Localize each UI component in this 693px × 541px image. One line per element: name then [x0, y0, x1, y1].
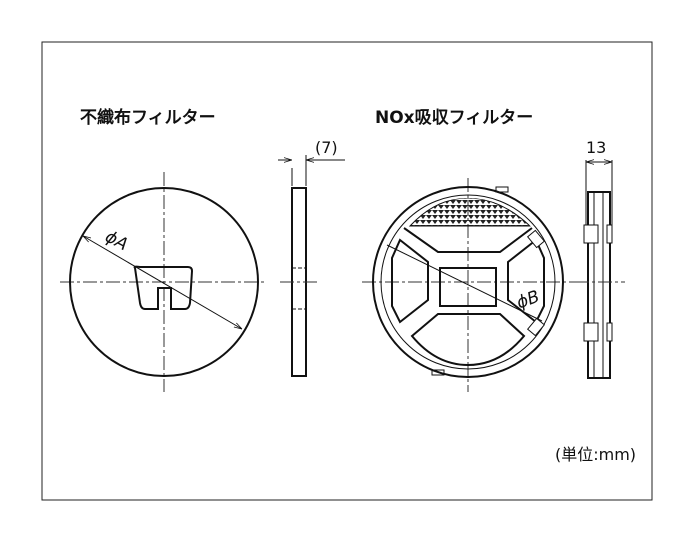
frame	[41, 41, 653, 501]
right-title: NOx吸収フィルター	[375, 108, 533, 128]
nonwoven-filter-side: (7)	[278, 138, 345, 377]
left-title: 不織布フィルター	[80, 107, 216, 128]
nox-filter-front: ϕB	[362, 178, 580, 392]
nox-filter-side: 13	[575, 138, 625, 379]
nonwoven-filter-front: ϕA	[60, 172, 265, 392]
diameter-a-label: ϕA	[102, 227, 132, 255]
thickness-7-label: (7)	[315, 138, 338, 157]
unit-note: (単位:mm)	[555, 445, 636, 464]
thickness-13-label: 13	[586, 138, 606, 157]
